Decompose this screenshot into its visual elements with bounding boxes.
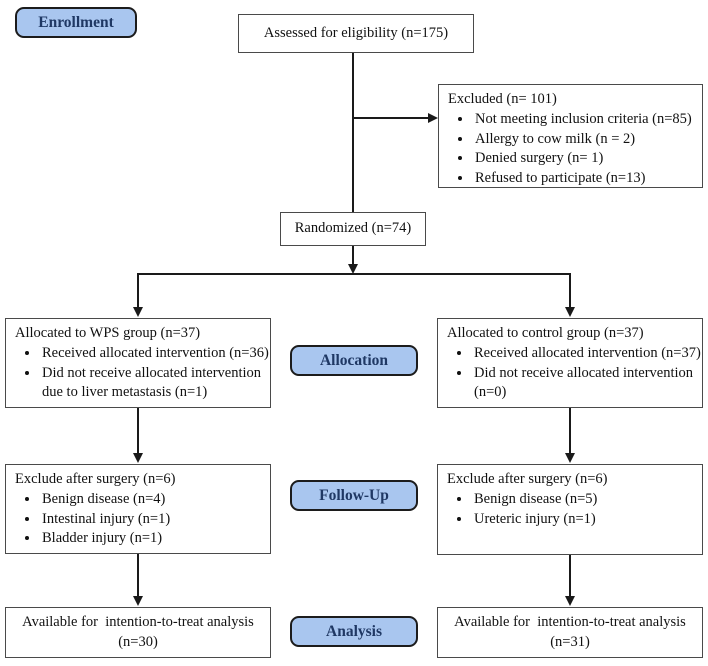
connector-randomized-down (352, 246, 354, 265)
connector-assessed-to-randomized (352, 53, 354, 212)
stage-label-allocation: Allocation (290, 345, 418, 376)
stage-label-analysis: Analysis (290, 616, 418, 647)
connector-alloc-followup-left (137, 408, 139, 454)
excluded-item: Refused to participate (n=13) (473, 169, 702, 188)
connector-split-horizontal (137, 273, 571, 275)
followup-control-item: Benign disease (n=5) (472, 490, 702, 509)
arrowhead-analysis-right (564, 596, 575, 606)
followup-control-title: Exclude after surgery (n=6) (447, 471, 608, 487)
followup-control-box: Exclude after surgery (n=6) Benign disea… (437, 464, 703, 555)
randomized-box: Randomized (n=74) (280, 212, 426, 246)
analysis-control-line2: (n=31) (550, 633, 590, 650)
connector-split-left-down (137, 273, 139, 308)
followup-wps-box: Exclude after surgery (n=6) Benign disea… (5, 464, 271, 554)
stage-label-followup: Follow-Up (290, 480, 418, 511)
connector-followup-analysis-left (137, 554, 139, 597)
followup-wps-title: Exclude after surgery (n=6) (15, 471, 176, 487)
connector-alloc-followup-right (569, 408, 571, 454)
allocated-control-item: Did not receive allocated intervention (… (472, 364, 702, 403)
excluded-box: Excluded (n= 101) Not meeting inclusion … (438, 84, 703, 188)
allocated-wps-title: Allocated to WPS group (n=37) (15, 325, 201, 341)
arrowhead-analysis-left (132, 596, 143, 606)
arrowhead-alloc-right (564, 307, 575, 317)
analysis-wps-box: Available for intention-to-treat analysi… (5, 607, 271, 658)
allocated-wps-list: Received allocated intervention (n=36) D… (6, 344, 270, 402)
excluded-list: Not meeting inclusion criteria (n=85) Al… (439, 110, 702, 188)
analysis-wps-line2: (n=30) (118, 633, 158, 650)
stage-label-enrollment: Enrollment (15, 7, 137, 38)
allocated-control-title: Allocated to control group (n=37) (447, 325, 644, 341)
connector-to-excluded-line (353, 117, 429, 119)
excluded-title: Excluded (n= 101) (448, 91, 557, 107)
allocated-control-box: Allocated to control group (n=37) Receiv… (437, 318, 703, 408)
arrowhead-followup-left (132, 453, 143, 463)
analysis-wps-line1: Available for intention-to-treat analysi… (22, 614, 254, 631)
excluded-item: Denied surgery (n= 1) (473, 149, 702, 168)
connector-split-right-down (569, 273, 571, 308)
followup-wps-item: Bladder injury (n=1) (40, 529, 270, 548)
arrowhead-alloc-left (132, 307, 143, 317)
followup-wps-item: Intestinal injury (n=1) (40, 510, 270, 529)
assessed-eligibility-text: Assessed for eligibility (n=175) (263, 24, 449, 41)
followup-wps-item: Benign disease (n=4) (40, 490, 270, 509)
followup-wps-list: Benign disease (n=4) Intestinal injury (… (6, 490, 270, 548)
randomized-text: Randomized (n=74) (294, 220, 412, 237)
allocated-wps-box: Allocated to WPS group (n=37) Received a… (5, 318, 271, 408)
excluded-item: Not meeting inclusion criteria (n=85) (473, 110, 702, 129)
allocated-wps-item: Did not receive allocated intervention d… (40, 364, 270, 403)
allocated-control-item: Received allocated intervention (n=37) (472, 344, 702, 363)
arrowhead-to-excluded (428, 112, 438, 123)
followup-control-item: Ureteric injury (n=1) (472, 510, 702, 529)
analysis-control-line1: Available for intention-to-treat analysi… (454, 614, 686, 631)
analysis-control-box: Available for intention-to-treat analysi… (437, 607, 703, 658)
excluded-item: Allergy to cow milk (n = 2) (473, 130, 702, 149)
allocated-wps-item: Received allocated intervention (n=36) (40, 344, 270, 363)
assessed-eligibility-box: Assessed for eligibility (n=175) (238, 14, 474, 53)
connector-followup-analysis-right (569, 555, 571, 597)
allocated-control-list: Received allocated intervention (n=37) D… (438, 344, 702, 402)
arrowhead-randomized-junction (347, 264, 358, 274)
followup-control-list: Benign disease (n=5) Ureteric injury (n=… (438, 490, 702, 529)
arrowhead-followup-right (564, 453, 575, 463)
